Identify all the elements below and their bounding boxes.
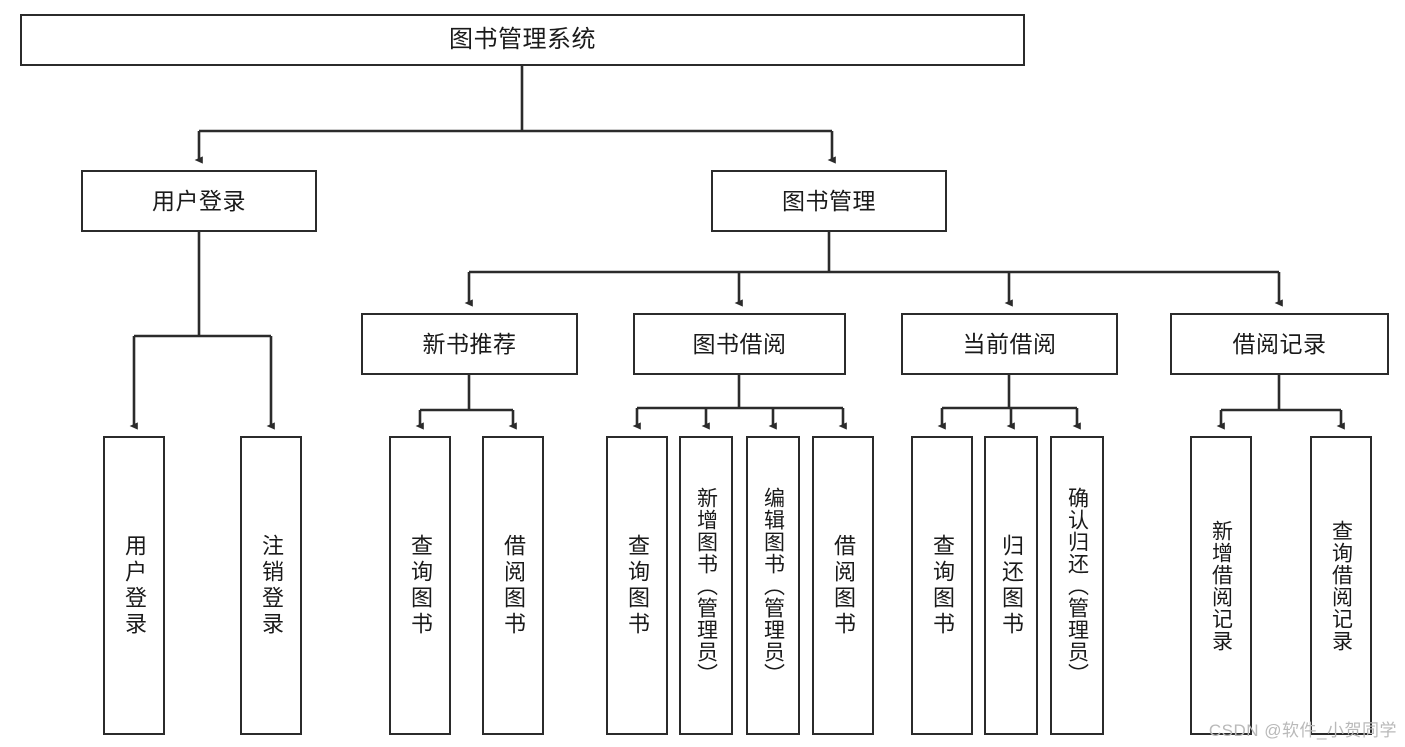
node-borrow-record[interactable]: 借阅记录 bbox=[1170, 313, 1389, 375]
node-label: 当前借阅 bbox=[962, 330, 1057, 357]
node-label: 查询图书 bbox=[408, 533, 433, 638]
node-label: 查询图书 bbox=[930, 533, 955, 638]
node-book-borrow[interactable]: 图书借阅 bbox=[633, 313, 846, 375]
node-root-system[interactable]: 图书管理系统 bbox=[20, 14, 1025, 66]
node-label: 新增图书（管理员） bbox=[694, 486, 718, 685]
leaf-return-book[interactable]: 归还图书 bbox=[984, 436, 1038, 735]
leaf-query-borrow-record[interactable]: 查询借阅记录 bbox=[1310, 436, 1372, 735]
node-user-login[interactable]: 用户登录 bbox=[81, 170, 317, 232]
node-label: 借阅图书 bbox=[501, 533, 526, 638]
leaf-borrow-book-1[interactable]: 借阅图书 bbox=[482, 436, 544, 735]
leaf-add-book-admin[interactable]: 新增图书（管理员） bbox=[679, 436, 733, 735]
csdn-watermark: CSDN @软件_小贺同学 bbox=[1208, 721, 1397, 740]
leaf-borrow-book-2[interactable]: 借阅图书 bbox=[812, 436, 874, 735]
leaf-user-login[interactable]: 用户登录 bbox=[103, 436, 165, 735]
node-label: 借阅记录 bbox=[1232, 330, 1327, 357]
leaf-query-book-1[interactable]: 查询图书 bbox=[389, 436, 451, 735]
node-label: 编辑图书（管理员） bbox=[761, 486, 785, 685]
node-label: 新书推荐 bbox=[422, 330, 517, 357]
node-label: 图书借阅 bbox=[692, 330, 787, 357]
node-label: 用户登录 bbox=[152, 187, 246, 214]
node-label: 图书管理系统 bbox=[449, 26, 596, 54]
leaf-logout[interactable]: 注销登录 bbox=[240, 436, 302, 735]
node-label: 查询图书 bbox=[625, 533, 650, 638]
node-label: 注销登录 bbox=[259, 533, 284, 638]
leaf-add-borrow-record[interactable]: 新增借阅记录 bbox=[1190, 436, 1252, 735]
node-label: 确认归还（管理员） bbox=[1065, 486, 1089, 685]
node-label: 查询借阅记录 bbox=[1329, 519, 1353, 652]
node-label: 借阅图书 bbox=[831, 533, 856, 638]
leaf-query-book-3[interactable]: 查询图书 bbox=[911, 436, 973, 735]
node-label: 新增借阅记录 bbox=[1209, 519, 1233, 652]
node-book-manage[interactable]: 图书管理 bbox=[711, 170, 947, 232]
leaf-confirm-return-admin[interactable]: 确认归还（管理员） bbox=[1050, 436, 1104, 735]
node-current-borrow[interactable]: 当前借阅 bbox=[901, 313, 1118, 375]
node-label: 用户登录 bbox=[122, 533, 147, 638]
leaf-query-book-2[interactable]: 查询图书 bbox=[606, 436, 668, 735]
node-new-book-recommend[interactable]: 新书推荐 bbox=[361, 313, 578, 375]
node-label: 图书管理 bbox=[782, 187, 876, 214]
leaf-edit-book-admin[interactable]: 编辑图书（管理员） bbox=[746, 436, 800, 735]
node-label: 归还图书 bbox=[999, 533, 1024, 638]
